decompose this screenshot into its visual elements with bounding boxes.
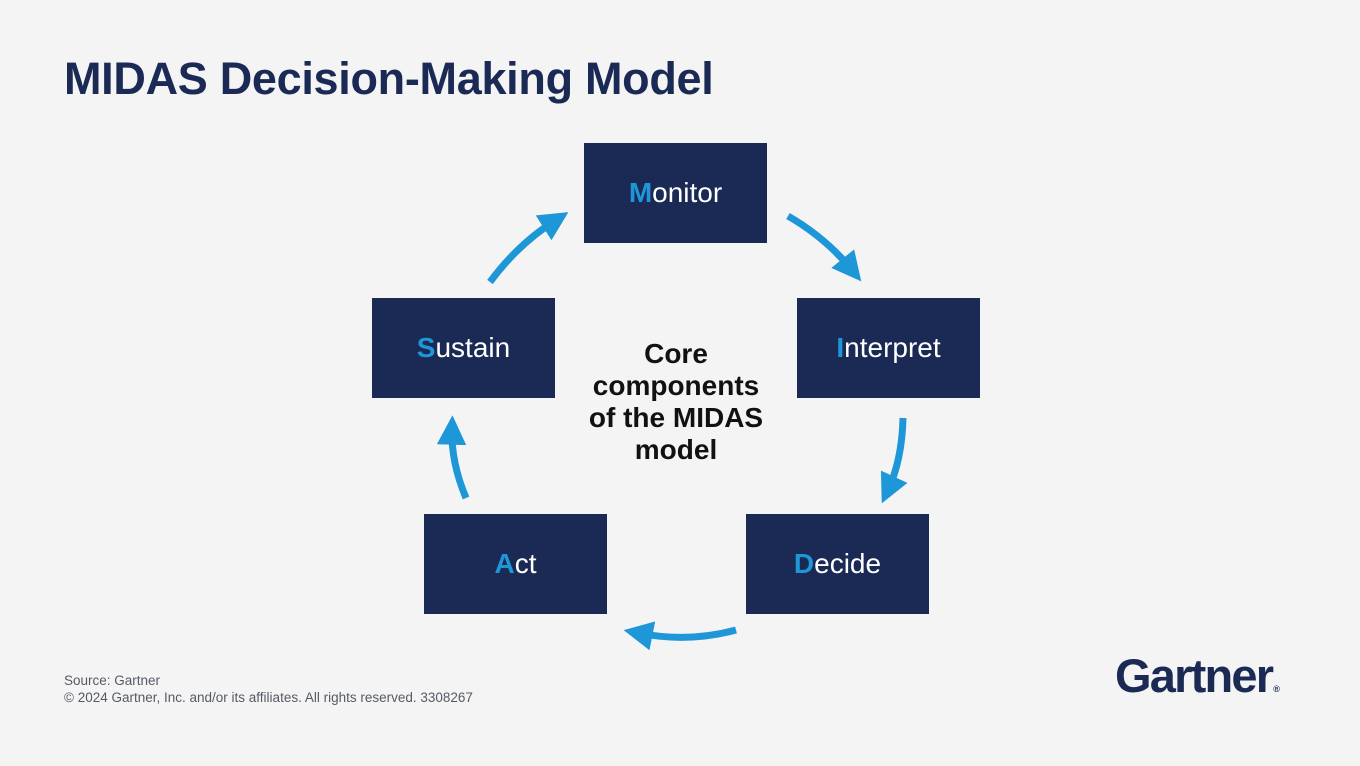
step-initial: I: [836, 332, 845, 363]
gartner-logo: Gartner®: [1115, 652, 1280, 699]
page-title: MIDAS Decision-Making Model: [64, 53, 714, 104]
center-label-line: Core: [644, 338, 708, 369]
copyright-note: © 2024 Gartner, Inc. and/or its affiliat…: [64, 690, 473, 705]
step-initial: D: [793, 548, 815, 579]
arrow-interpret-to-decide: [880, 417, 908, 504]
step-label: onitor: [652, 177, 723, 208]
step-label: nterpret: [844, 332, 941, 363]
arrow-sustain-to-monitor: [487, 212, 569, 285]
center-label-line: components: [592, 370, 760, 401]
arrow-decide-to-act: [623, 621, 737, 651]
footer: Source: Gartner © 2024 Gartner, Inc. and…: [64, 672, 473, 706]
arrow-monitor-to-interpret: [786, 212, 862, 282]
step-label: ecide: [814, 548, 882, 579]
registered-mark-icon: ®: [1273, 684, 1280, 694]
step-initial: S: [416, 332, 436, 363]
logo-text: Gartner: [1115, 649, 1274, 702]
center-label: Core components of the MIDAS model: [566, 338, 786, 466]
step-initial: A: [494, 548, 515, 579]
step-initial: M: [628, 177, 653, 208]
arrow-act-to-sustain: [436, 415, 470, 500]
center-label-line: of the MIDAS: [588, 402, 764, 433]
source-note: Source: Gartner: [64, 673, 161, 688]
step-label: ustain: [435, 332, 511, 363]
center-label-line: model: [634, 434, 718, 465]
step-label: ct: [514, 548, 537, 579]
